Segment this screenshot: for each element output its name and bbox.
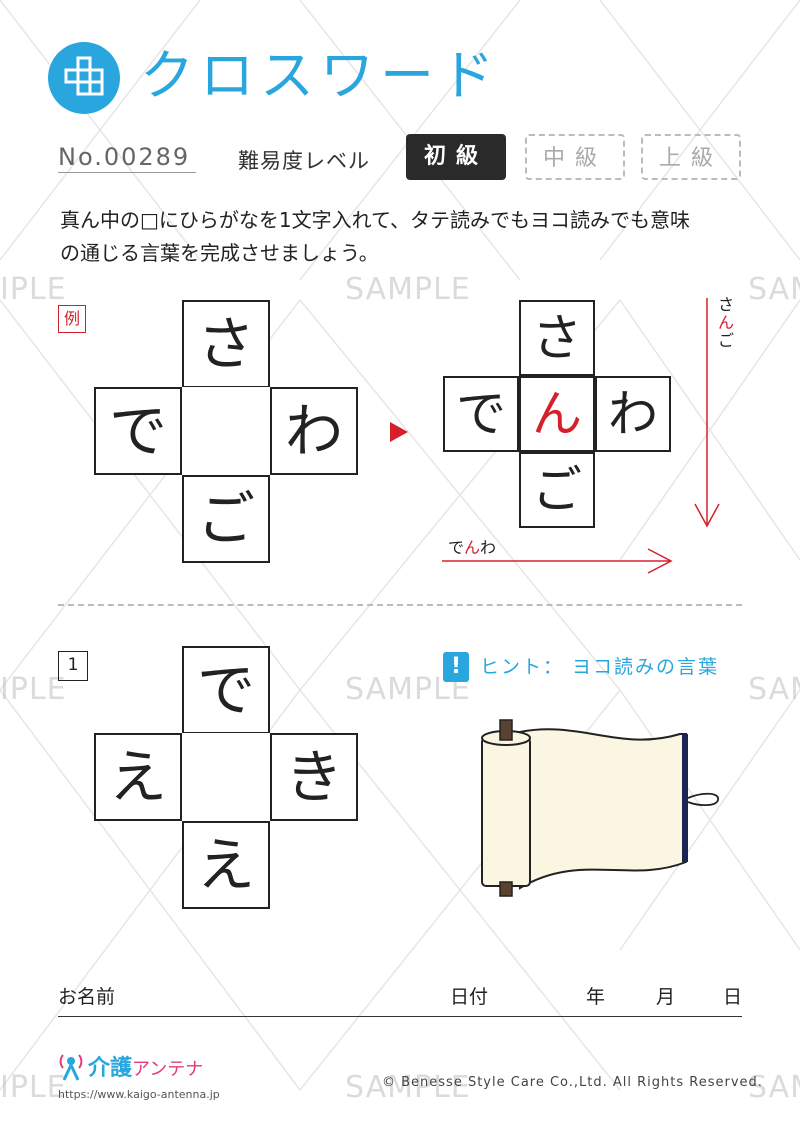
cell-top: さ [182, 300, 270, 388]
label-char: で [448, 538, 465, 557]
cell-bottom: え [182, 821, 270, 909]
date-label: 日付 [450, 986, 489, 1008]
cell-left: え [94, 733, 182, 821]
copyright: © Benesse Style Care Co.,Ltd. All Rights… [382, 1075, 763, 1090]
cell-top: で [182, 646, 270, 734]
exclamation-icon: ! [443, 652, 469, 682]
cell-center-answer: ん [519, 376, 595, 452]
watermark-text: SAMPLE [345, 272, 471, 307]
instruction-line: の通じる言葉を完成させましょう。 [60, 241, 379, 265]
section-divider [58, 604, 742, 606]
example-badge: 例 [58, 305, 86, 333]
right-arrow-icon [442, 548, 673, 574]
site-url: https://www.kaigo-antenna.jp [58, 1088, 220, 1101]
brand-logo: 介護アンテナ [88, 1050, 203, 1082]
year-label: 年 [586, 986, 606, 1008]
watermark-text: IPLE [0, 272, 67, 307]
watermark-text: SAM [748, 672, 800, 707]
cell-right: わ [270, 387, 358, 475]
cell-bottom: ご [182, 475, 270, 563]
down-arrow-icon [694, 298, 720, 528]
cell-center [182, 387, 270, 475]
page-title: クロスワード [140, 44, 500, 107]
cell-bottom: ご [519, 452, 595, 528]
question-number: 1 [58, 651, 88, 681]
crossword-grid-icon [48, 42, 120, 114]
instructions: 真ん中の□にひらがなを1文字入れて、タテ読みでもヨコ読みでも意味 の通じる言葉を… [60, 204, 760, 270]
name-date-row: お名前 日付 年 月 日 [58, 982, 742, 1017]
level-beginner: 初級 [406, 134, 506, 180]
name-label: お名前 [58, 986, 116, 1008]
cell-left: で [443, 376, 519, 452]
answer-cell[interactable] [182, 733, 270, 821]
label-char: さ [717, 295, 734, 314]
antenna-logo-icon [59, 1054, 83, 1081]
instruction-line: 真ん中の□にひらがなを1文字入れて、タテ読みでもヨコ読みでも意味 [60, 208, 691, 232]
difficulty-label: 難易度レベル [238, 149, 370, 173]
day-label: 日 [723, 986, 743, 1008]
watermark-text: SAM [748, 1070, 800, 1105]
brand-sub: アンテナ [132, 1059, 204, 1080]
watermark-text: IPLE [0, 1070, 67, 1105]
puzzle-number: No.00289 [58, 143, 191, 171]
label-char-answer: ん [717, 313, 734, 332]
play-arrow-icon [390, 422, 408, 442]
hint-text: ヒント： ヨコ読みの言葉 [480, 656, 720, 678]
cell-top: さ [519, 300, 595, 376]
cell-left: で [94, 387, 182, 475]
horizontal-reading-label: でんわ [448, 534, 496, 558]
month-label: 月 [656, 986, 676, 1008]
level-intermediate: 中級 [525, 134, 625, 180]
watermark-text: SAM [748, 272, 800, 307]
brand-name: 介護 [88, 1056, 133, 1081]
level-advanced: 上級 [641, 134, 741, 180]
scroll-illustration [481, 719, 719, 897]
underline [58, 172, 196, 173]
cell-right: わ [595, 376, 671, 452]
cell-right: き [270, 733, 358, 821]
label-char-answer: ん [464, 538, 481, 557]
watermark-text: IPLE [0, 672, 67, 707]
watermark-text: SAMPLE [345, 1070, 471, 1105]
vertical-reading-label: さ ん ご [716, 296, 736, 350]
label-char: わ [480, 538, 497, 557]
label-char: ご [717, 331, 734, 350]
